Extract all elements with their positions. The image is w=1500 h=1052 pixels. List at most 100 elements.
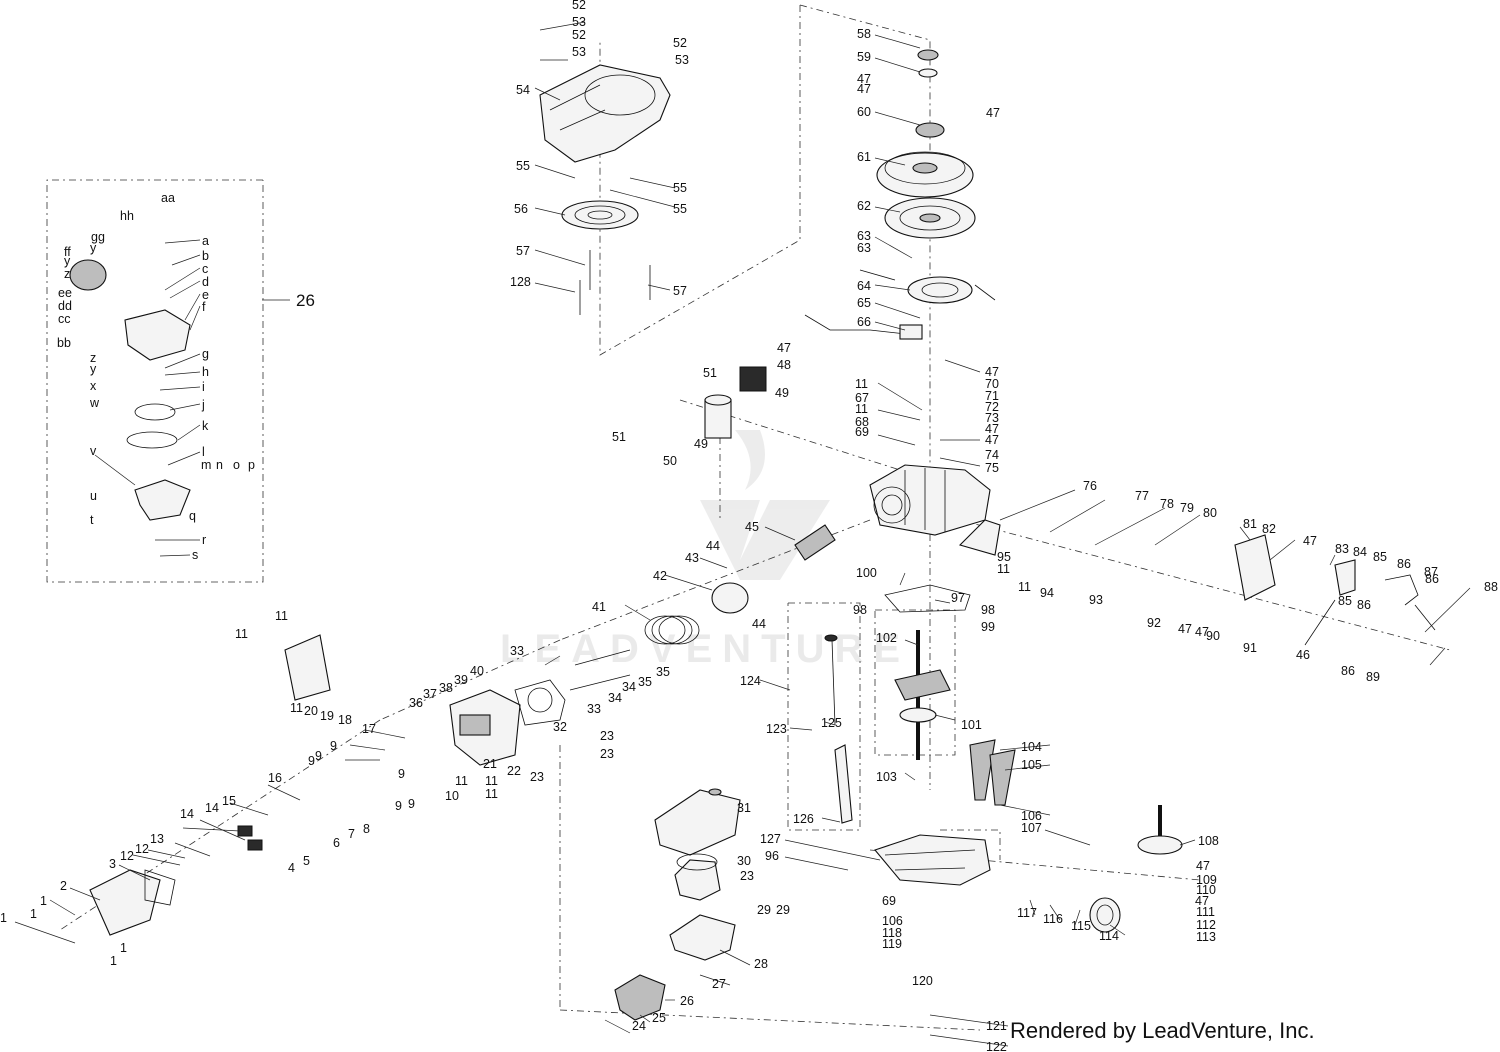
callout-c: c: [202, 262, 208, 276]
callout-47-7: 47: [985, 433, 999, 447]
callout-106: 106: [1021, 809, 1042, 823]
callout-35: 35: [656, 665, 670, 679]
callout-9-2: 9: [315, 749, 322, 763]
callout-x: x: [90, 379, 97, 393]
callout-25: 25: [652, 1011, 666, 1025]
callout-3: 3: [109, 857, 116, 871]
callout-68: 68: [855, 415, 869, 429]
callout-11-10: 11: [1018, 580, 1031, 594]
callout-y-3: y: [90, 362, 97, 376]
callout-2: 2: [60, 879, 67, 893]
callout-21: 21: [483, 757, 497, 771]
callout-47-4: 47: [857, 82, 871, 96]
callout-g: g: [202, 347, 209, 361]
callout-86: 86: [1397, 557, 1411, 571]
callout-y-2: y: [64, 254, 71, 268]
callout-5: 5: [303, 854, 310, 868]
callout-51-2: 51: [612, 430, 626, 444]
callout-106-2: 106: [882, 914, 903, 928]
callout-52: 52: [572, 0, 586, 12]
callout-114: 114: [1099, 929, 1119, 943]
callout-15: 15: [222, 794, 236, 808]
callout-58: 58: [857, 27, 871, 41]
callout-98: 98: [853, 603, 867, 617]
callout-f: f: [202, 300, 206, 314]
callout-32: 32: [553, 720, 567, 734]
callout-126: 126: [793, 812, 814, 826]
callout-d: d: [202, 275, 209, 289]
callout-120: 120: [912, 974, 933, 988]
callout-n: n: [216, 458, 223, 472]
callout-103: 103: [876, 770, 897, 784]
callout-80: 80: [1203, 506, 1217, 520]
callout-11-6: 11: [485, 787, 498, 801]
callout-ee: ee: [58, 286, 72, 300]
callout-69-2: 69: [882, 894, 896, 908]
callout-11: 11: [275, 609, 288, 623]
callout-1-2: 1: [40, 894, 47, 908]
callout-8: 8: [363, 822, 370, 836]
callout-60: 60: [857, 105, 871, 119]
callout-12-2: 12: [135, 842, 149, 856]
callout-59: 59: [857, 50, 871, 64]
part-shapes: [69, 49, 1436, 1021]
callout-62: 62: [857, 199, 871, 213]
callout-47-3: 47: [857, 72, 871, 86]
callout-q: q: [189, 509, 196, 523]
callout-9-5: 9: [395, 799, 402, 813]
callout-109: 109: [1196, 873, 1217, 887]
callout-47-5: 47: [986, 106, 1000, 120]
callout-82: 82: [1262, 522, 1276, 536]
callout-64: 64: [857, 279, 871, 293]
callout-9: 9: [330, 739, 337, 753]
callout-74: 74: [985, 448, 999, 462]
callout-110: 110: [1196, 883, 1216, 897]
callout-123: 123: [766, 722, 787, 736]
callout-10: 10: [445, 789, 459, 803]
callout-23-4: 23: [740, 869, 754, 883]
callout-91: 91: [1243, 641, 1257, 655]
callout-1: 1: [0, 911, 7, 925]
callout-81: 81: [1243, 517, 1257, 531]
callout-97: 97: [951, 591, 965, 605]
callout-22: 22: [507, 764, 521, 778]
callout-11-2: 11: [235, 627, 248, 641]
callout-37: 37: [423, 687, 437, 701]
callout-104: 104: [1021, 740, 1042, 754]
callout-96: 96: [765, 849, 779, 863]
callout-47-10: 47: [1195, 625, 1209, 639]
callout-b: b: [202, 249, 209, 263]
callout-i: i: [202, 380, 205, 394]
callout-z-2: z: [90, 351, 96, 365]
callout-w: w: [89, 396, 100, 410]
callout-47-8: 47: [1303, 534, 1317, 548]
callout-16: 16: [268, 771, 282, 785]
callout-89: 89: [1366, 670, 1380, 684]
callout-53-3: 53: [675, 53, 689, 67]
callout-z: z: [64, 267, 70, 281]
callout-108: 108: [1198, 834, 1219, 848]
callout-55-2: 55: [673, 181, 687, 195]
callout-11-4: 11: [455, 774, 468, 788]
callout-41: 41: [592, 600, 606, 614]
callout-46: 46: [1296, 648, 1310, 662]
callout-m: m: [201, 458, 211, 472]
callout-99: 99: [981, 620, 995, 634]
callout-52-2: 52: [572, 28, 586, 42]
callout-56: 56: [514, 202, 528, 216]
callout-122: 122: [986, 1040, 1007, 1052]
callout-55-3: 55: [673, 202, 687, 216]
callout-40: 40: [470, 664, 484, 678]
callout-85: 85: [1373, 550, 1387, 564]
callout-44: 44: [706, 539, 720, 553]
callout-76: 76: [1083, 479, 1097, 493]
callout-102: 102: [876, 631, 897, 645]
callout-11-5: 11: [485, 774, 498, 788]
callout-50: 50: [663, 454, 677, 468]
watermark: LEADVENTURE: [500, 627, 910, 671]
callout-54: 54: [516, 83, 530, 97]
callout-r: r: [202, 533, 206, 547]
callout-38: 38: [439, 681, 453, 695]
callout-113: 113: [1196, 930, 1216, 944]
